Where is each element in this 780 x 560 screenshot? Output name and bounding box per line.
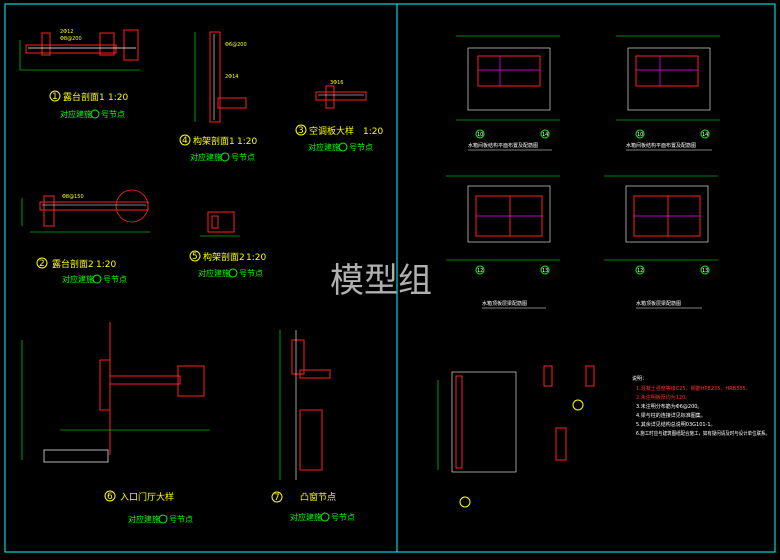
detail-7-title: 凸窗节点: [300, 491, 336, 503]
detail-7-number: 7: [274, 493, 280, 503]
detail-6-ref: 对应建施: [128, 514, 160, 524]
plan-3-axis-a: 12: [477, 268, 483, 274]
detail-1-deck-section: 2Φ12 Φ8@200 1 露台剖面1 1:20 对应建施 号节点: [19, 29, 140, 119]
label-rebar-3a: 3Φ16: [330, 80, 343, 86]
detail-3-title: 空调板大样: [309, 125, 354, 137]
detail-1-title: 露台剖面1: [63, 91, 105, 103]
detail-3-ac-board: 3Φ16 3 空调板大样 1:20 对应建施 号节点: [295, 80, 383, 152]
plan-1-title: 水箱间板结构平面布置及配筋图: [468, 142, 538, 149]
detail-4-title: 构架剖面1: [193, 135, 235, 147]
detail-3-ref2: 号节点: [349, 143, 373, 152]
detail-6-ref2: 号节点: [169, 515, 193, 524]
detail-6-title: 入口门厅大样: [120, 491, 174, 503]
plan-4-axis-a: 12: [637, 268, 643, 274]
sheet-border: [4, 3, 776, 553]
label-rebar-4a: Φ6@200: [225, 42, 247, 48]
detail-5-ref2: 号节点: [239, 269, 263, 278]
detail-5-frame-section: 5 构架剖面2 1:20 对应建施 号节点: [189, 211, 266, 278]
notes-heading: 说明：: [632, 375, 647, 382]
detail-3-number: 3: [298, 126, 304, 136]
plan-2-title: 水箱间板结构平面布置及配筋图: [626, 142, 696, 149]
detail-1-scale: 1:20: [108, 93, 128, 103]
detail-lower-right: [437, 365, 595, 508]
plan-4-axis-b: 13: [702, 268, 708, 274]
label-rebar-2a: Φ8@150: [62, 194, 84, 200]
plan-1-axis-a: 10: [477, 132, 483, 138]
detail-5-number: 5: [192, 252, 198, 262]
detail-4-frame-section: Φ6@200 2Φ14 4 构架剖面1 1:20 对应建施 号节点: [179, 31, 257, 162]
detail-2-ref: 对应建施: [62, 274, 94, 284]
plan-2-axis-b: 14: [702, 132, 708, 138]
detail-2-number: 2: [39, 259, 45, 269]
plan-2: 10 14 水箱间板结构平面布置及配筋图: [616, 35, 720, 151]
label-rebar-1a: 2Φ12: [60, 29, 73, 35]
detail-7-bay-window: 7 凸窗节点 对应建施 号节点: [271, 330, 355, 522]
detail-5-scale: 1:20: [246, 253, 266, 263]
detail-4-scale: 1:20: [237, 137, 257, 147]
notes-line-2: 2.未注明板厚均为120。: [636, 394, 690, 401]
plan-3-axis-b: 13: [542, 268, 548, 274]
detail-1-number: 1: [52, 92, 58, 102]
detail-2-deck-section: Φ8@150 2 露台剖面2 1:20 对应建施 号节点: [21, 189, 150, 284]
detail-4-ref2: 号节点: [231, 153, 255, 162]
detail-4-number: 4: [182, 136, 188, 146]
notes-line-6: 6.施工时应与建筑图纸配合施工，如有疑问请及时与设计单位联系。: [636, 430, 770, 437]
plan-1: 10 14 水箱间板结构平面布置及配筋图: [456, 35, 560, 151]
detail-7-ref2: 号节点: [331, 513, 355, 522]
detail-5-title: 构架剖面2: [203, 251, 245, 263]
detail-4-ref: 对应建施: [190, 152, 222, 162]
notes-line-4: 4.梁与柱的连接详见标准图集。: [636, 412, 706, 419]
label-rebar-4b: 2Φ14: [225, 74, 238, 80]
detail-6-number: 6: [107, 492, 113, 502]
detail-1-ref: 对应建施: [60, 109, 92, 119]
detail-7-ref: 对应建施: [290, 512, 322, 522]
notes-block: 说明： 1.混凝土强度等级C25，钢筋HPB235，HRB335。 2.未注明板…: [632, 375, 770, 437]
detail-5-ref: 对应建施: [198, 268, 230, 278]
detail-2-scale: 1:20: [96, 260, 116, 270]
notes-line-5: 5.其余详见结构总说明03G101-1。: [636, 421, 716, 428]
plan-3: 12 13 水箱顶板层梁配筋图: [446, 175, 560, 309]
watermark: 模型组: [330, 261, 432, 301]
detail-1-ref2: 号节点: [101, 110, 125, 119]
plan-3-title: 水箱顶板层梁配筋图: [482, 300, 527, 307]
detail-3-ref: 对应建施: [308, 142, 340, 152]
plan-1-axis-b: 14: [542, 132, 548, 138]
plan-4-title: 水箱顶板层梁配筋图: [636, 300, 681, 307]
label-rebar-1b: Φ8@200: [60, 36, 82, 42]
plan-2-axis-a: 10: [637, 132, 643, 138]
detail-2-title: 露台剖面2: [52, 258, 94, 270]
detail-3-scale: 1:20: [363, 127, 383, 137]
notes-line-1: 1.混凝土强度等级C25，钢筋HPB235，HRB335。: [636, 385, 751, 392]
detail-2-ref2: 号节点: [103, 275, 127, 284]
notes-line-3: 3.未注明分布筋为Φ6@200。: [636, 403, 702, 410]
plan-4: 12 13 水箱顶板层梁配筋图: [604, 175, 718, 309]
detail-6-entrance-hall: 6 入口门厅大样 对应建施 号节点: [21, 322, 210, 524]
